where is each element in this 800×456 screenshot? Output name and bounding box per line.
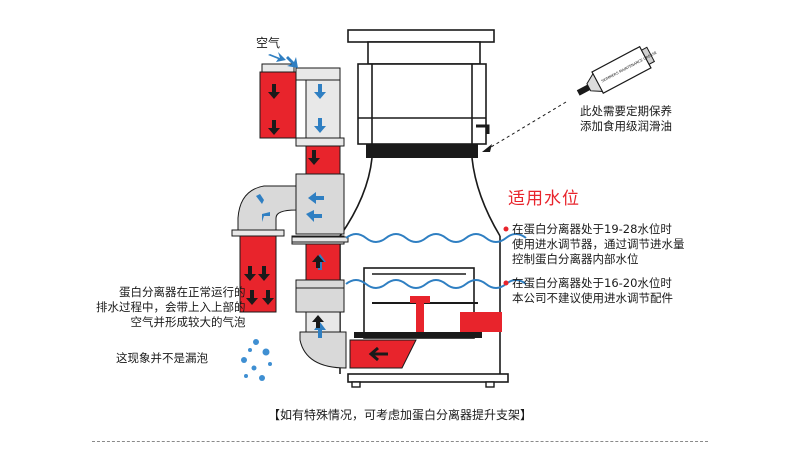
horizontal-bracket — [291, 236, 349, 243]
grease-note-line-1: 此处需要定期保养 — [580, 104, 672, 118]
grease-note: 此处需要定期保养 添加食用级润滑油 — [580, 104, 672, 134]
water-level-low-bullet — [503, 280, 509, 286]
skimmer-feet — [351, 381, 495, 388]
left-note: 蛋白分离器在正常运行的 排水过程中，会带上入上部的 空气并形成较大的气泡 — [96, 285, 246, 330]
air-label: 空气 — [256, 36, 281, 50]
skimmer-cup — [347, 29, 495, 145]
air-bubbles — [241, 339, 272, 381]
cup-outlet-spout — [476, 124, 490, 134]
water-level-high-bullet — [503, 226, 509, 232]
level-note-2-line-1: 在蛋白分离器处于16-20水位时 — [512, 276, 672, 290]
elbow-pipe — [231, 185, 297, 313]
level-note-1-line-1: 在蛋白分离器处于19-28水位时 — [512, 222, 672, 236]
leak-note: 这现象并不是漏泡 — [116, 351, 208, 365]
bottom-dashed-divider — [92, 441, 708, 442]
grease-pointer-line — [485, 101, 567, 151]
skimmer-neck — [339, 157, 501, 237]
grease-note-line-2: 添加食用级润滑油 — [580, 119, 672, 133]
level-note-2-line-2: 本公司不建议使用进水调节配件 — [512, 291, 673, 305]
level-note-1-line-2: 使用进水调节器，通过调节进水量 — [512, 237, 685, 251]
skimmer-base-bar — [354, 332, 482, 338]
left-note-line-3: 空气并形成较大的气泡 — [130, 315, 246, 329]
grease-pointer-arrow-icon — [482, 144, 492, 152]
injector-arrow-icon — [368, 346, 388, 362]
level-note-2: 在蛋白分离器处于16-20水位时 本公司不建议使用进水调节配件 — [512, 276, 673, 306]
water-level-low — [345, 279, 527, 289]
cup-seal-ring — [366, 144, 478, 158]
water-level-high — [345, 233, 527, 243]
water-level-title: 适用水位 — [508, 189, 580, 209]
bottom-note: 【如有特殊情况，可考虑加蛋白分离器提升支架】 — [267, 408, 532, 422]
grease-tube-icon: SKIMMERS MAINTENANCE GREASE — [576, 45, 658, 96]
level-note-1: 在蛋白分离器处于19-28水位时 使用进水调节器，通过调节进水量 控制蛋白分离器… — [512, 222, 685, 267]
left-note-line-2: 排水过程中，会带上入上部的 — [96, 300, 246, 314]
red-pipe-arrows-icon — [244, 84, 324, 328]
level-note-1-line-3: 控制蛋白分离器内部水位 — [512, 252, 639, 266]
impeller-cap — [410, 296, 430, 303]
left-note-line-1: 蛋白分离器在正常运行的 — [119, 285, 246, 299]
needle-wheel-impeller — [416, 302, 424, 332]
pump-motor — [460, 312, 502, 332]
